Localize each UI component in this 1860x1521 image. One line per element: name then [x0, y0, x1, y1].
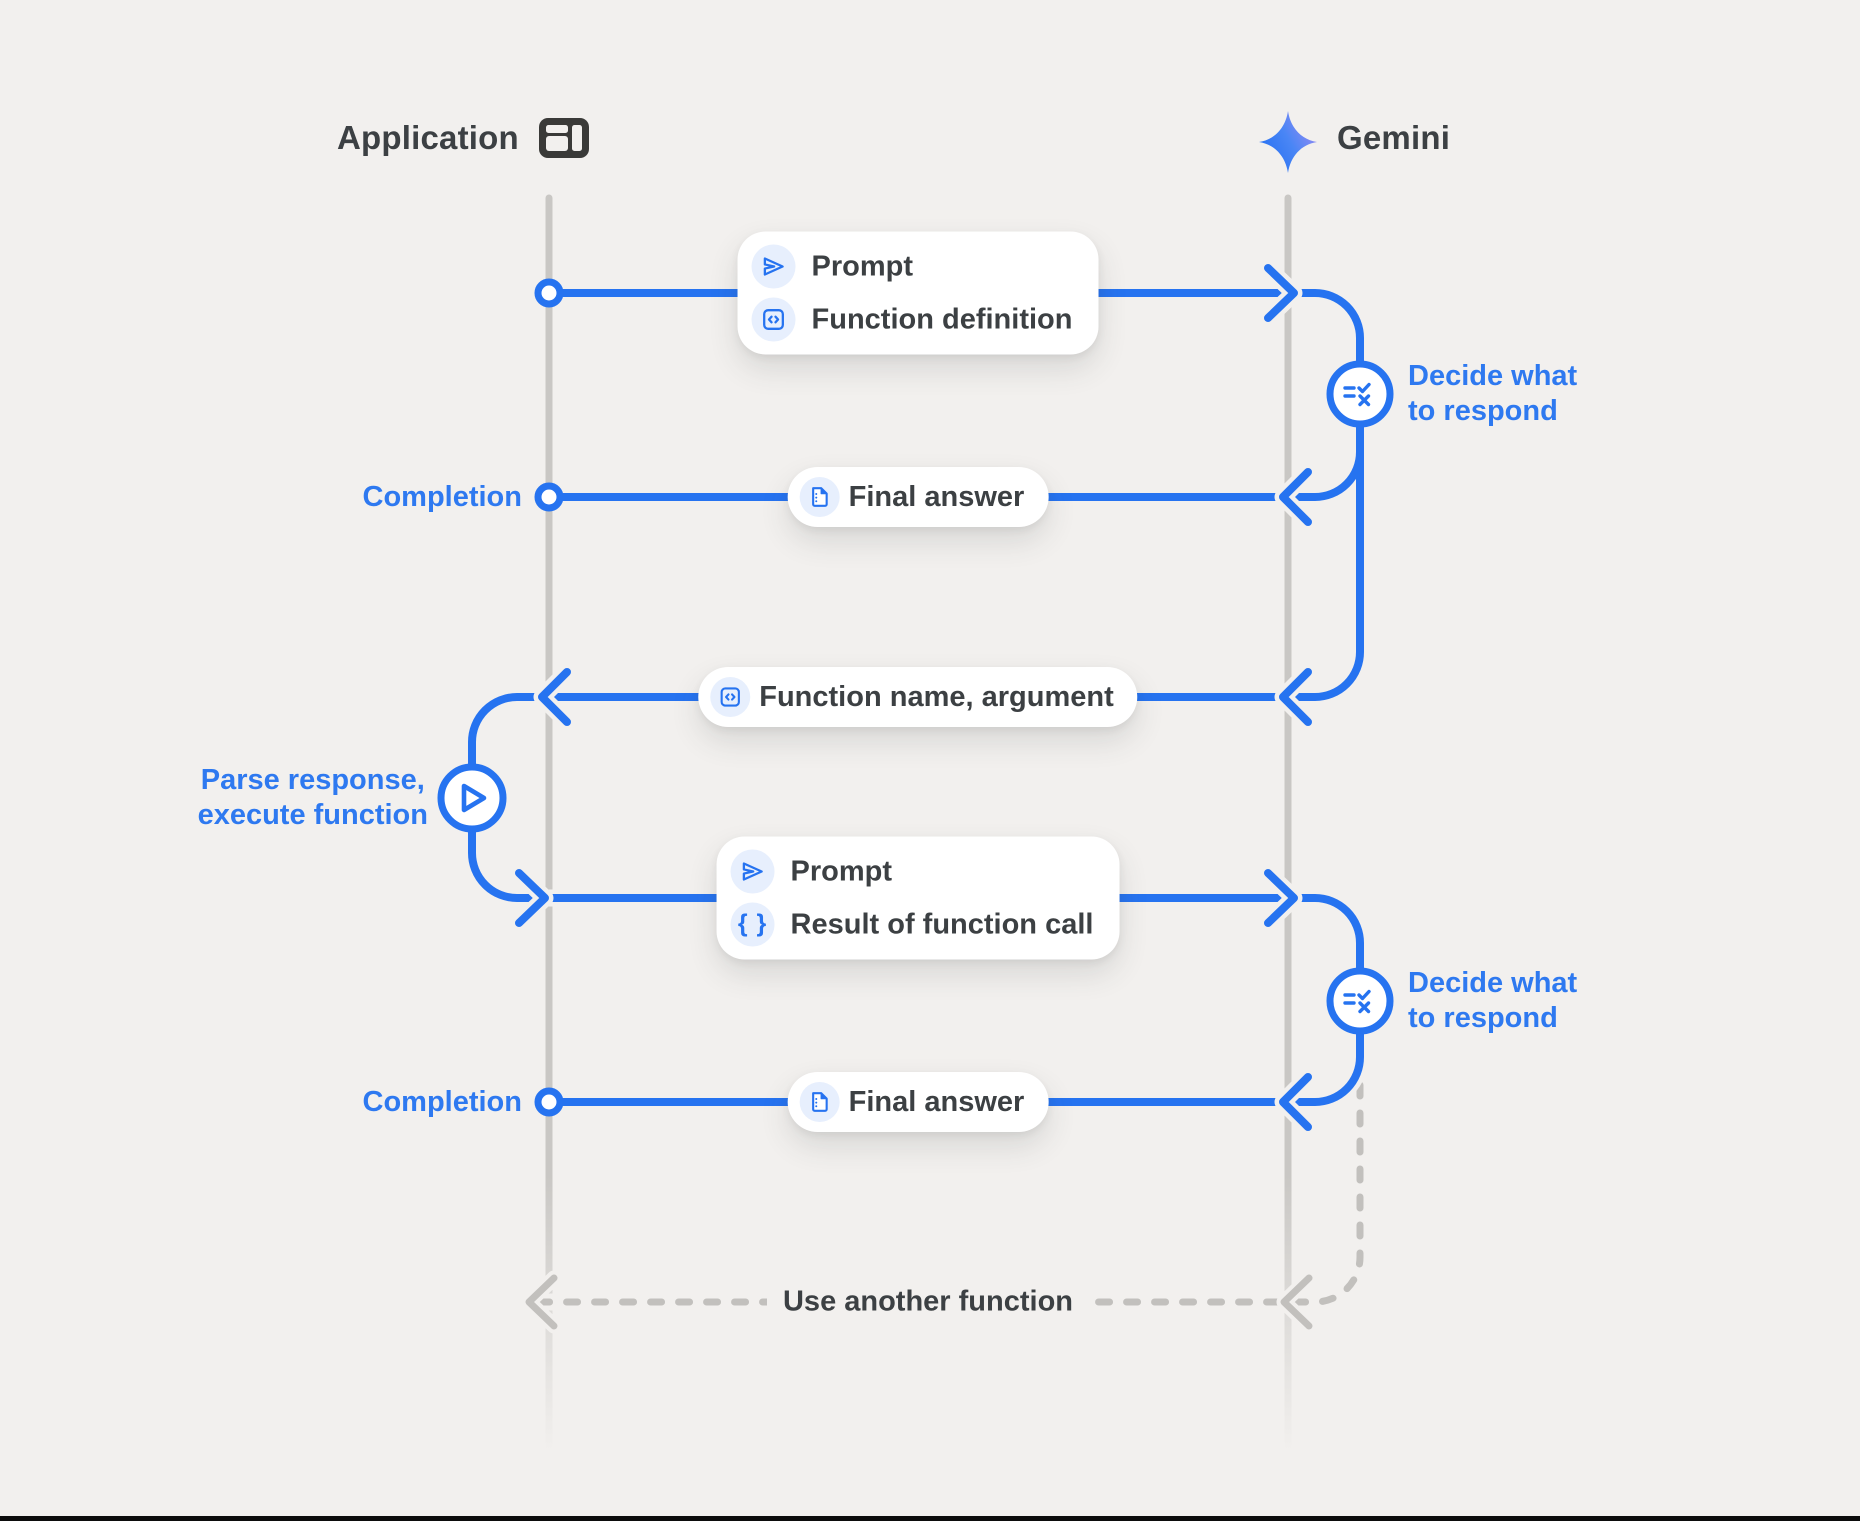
decide-node-2	[1326, 967, 1394, 1035]
arrowhead-left-row3-app	[538, 668, 571, 726]
message-final-answer-2: Final answer	[787, 1072, 1049, 1132]
message-label: Prompt	[811, 250, 914, 282]
arrow-prompt-to-gemini	[545, 289, 1364, 368]
message-line: Prompt	[730, 849, 1094, 894]
arrowhead-left-row5	[1279, 1073, 1312, 1131]
use-another-function-label: Use another function	[766, 1283, 1090, 1321]
app-window-icon	[538, 118, 589, 158]
gemini-sparkle-icon	[1259, 111, 1317, 173]
message-label: Final answer	[848, 480, 1025, 513]
decide-line1: Decide what	[1408, 967, 1578, 999]
message-function-name-argument: Function name, argument	[698, 667, 1138, 727]
message-label: Function definition	[811, 303, 1073, 335]
message-line: { } Result of function call	[730, 902, 1094, 947]
application-actor-label: Application	[337, 119, 519, 156]
code-icon	[710, 677, 751, 717]
ring-prompt-start	[534, 278, 564, 308]
gemini-actor-label: Gemini	[1337, 119, 1451, 156]
application-actor: Application	[337, 118, 589, 158]
arrowhead-right-row4-gemini	[1264, 869, 1298, 927]
message-line: Prompt	[751, 244, 1073, 289]
decide-label-1: Decide what to respond	[1408, 359, 1577, 429]
braces-glyph: { }	[737, 909, 768, 937]
document-icon	[799, 477, 840, 517]
decide-line1: Decide what	[1408, 360, 1578, 392]
decide-icon	[1343, 382, 1371, 407]
bottom-border	[0, 1516, 1860, 1521]
send-icon	[730, 849, 775, 894]
loop-arrowhead-application	[525, 1274, 558, 1330]
message-label: Result of function call	[790, 908, 1094, 940]
message-label: Final answer	[848, 1085, 1025, 1118]
document-icon	[799, 1082, 840, 1122]
braces-icon: { }	[730, 902, 775, 947]
decide-node-1	[1326, 360, 1394, 428]
loop-back-dashed-arrow	[521, 1076, 1369, 1334]
decide-label-2: Decide what to respond	[1408, 966, 1577, 1036]
loop-arrowhead-gemini	[1280, 1274, 1313, 1330]
message-final-answer-1: Final answer	[787, 467, 1049, 527]
arrowheads	[510, 259, 1317, 1136]
parse-node	[437, 763, 507, 833]
arrow-final-answer-2	[556, 1027, 1364, 1106]
message-prompt-function-definition: Prompt Function definition	[737, 231, 1099, 355]
code-icon	[751, 297, 796, 342]
arrowhead-left-row2	[1279, 468, 1312, 526]
arrowhead-right-row4-app	[515, 869, 549, 927]
ring-completion-2	[534, 1087, 564, 1117]
completion-label-1: Completion	[362, 481, 523, 513]
arrowhead-right-row1	[1264, 264, 1298, 322]
message-label: Function name, argument	[759, 680, 1114, 713]
play-icon	[461, 783, 487, 813]
gemini-actor: Gemini	[1337, 119, 1450, 157]
arrowhead-left-row3-gemini	[1279, 668, 1312, 726]
message-line: Function definition	[751, 297, 1073, 342]
completion-label-2: Completion	[362, 1086, 523, 1118]
ring-completion-1	[534, 482, 564, 512]
message-prompt-result: Prompt { } Result of function call	[716, 836, 1120, 960]
parse-response-label: Parse response, execute function	[198, 763, 428, 833]
decide-icon	[1343, 989, 1371, 1014]
endpoint-rings	[534, 278, 564, 1117]
decide-line2: to respond	[1408, 1002, 1558, 1034]
parse-response-line2: execute function	[197, 799, 428, 831]
message-label: Prompt	[790, 855, 893, 887]
parse-response-line1: Parse response,	[200, 764, 425, 796]
send-icon	[751, 244, 796, 289]
decide-line2: to respond	[1408, 395, 1558, 427]
